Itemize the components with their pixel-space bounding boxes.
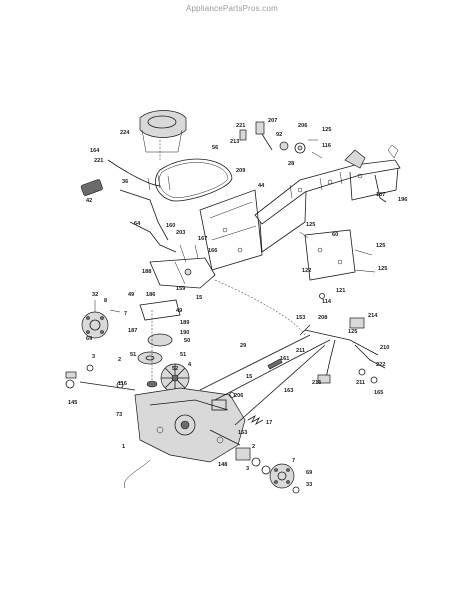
callout-206[interactable]: 206 (298, 123, 307, 129)
callout-51a[interactable]: 51 (130, 352, 136, 358)
callout-160[interactable]: 160 (166, 223, 175, 229)
callout-224[interactable]: 224 (120, 130, 130, 136)
callout-125e[interactable]: 125 (348, 329, 357, 335)
callout-121[interactable]: 121 (336, 288, 345, 294)
watermark-text: AppliancePartsPros.com (186, 4, 278, 13)
callout-92[interactable]: 92 (276, 132, 282, 138)
callout-107[interactable]: 107 (376, 192, 385, 198)
drive-belt[interactable] (155, 158, 233, 202)
callout-206b[interactable]: 206 (234, 393, 243, 399)
callout-196[interactable]: 196 (398, 197, 407, 203)
callout-214[interactable]: 214 (368, 313, 378, 319)
callout-69b[interactable]: 69 (306, 470, 312, 476)
callout-161[interactable]: 161 (280, 356, 289, 362)
callout-148[interactable]: 148 (218, 462, 227, 468)
callout-125b[interactable]: 125 (306, 222, 315, 228)
callout-210[interactable]: 210 (380, 345, 389, 351)
callout-221b[interactable]: 221 (94, 158, 103, 164)
callout-8[interactable]: 8 (104, 298, 107, 304)
callout-labels: 2242212132079220612511616422156209442842… (68, 118, 407, 488)
callout-222[interactable]: 222 (376, 362, 385, 368)
pedal-assembly[interactable] (299, 317, 386, 384)
callout-213[interactable]: 213 (230, 139, 239, 145)
callout-189[interactable]: 189 (180, 320, 189, 326)
callout-36[interactable]: 36 (122, 179, 128, 185)
callout-15b[interactable]: 15 (246, 374, 252, 380)
callout-17[interactable]: 17 (266, 420, 272, 426)
callout-165[interactable]: 165 (374, 390, 383, 396)
callout-49b[interactable]: 49 (176, 308, 182, 314)
callout-164a[interactable]: 164 (90, 148, 100, 154)
callout-190[interactable]: 190 (180, 330, 189, 336)
callout-64[interactable]: 64 (134, 221, 141, 227)
right-wheel-hub[interactable] (235, 447, 300, 494)
callout-211a[interactable]: 211 (296, 348, 305, 354)
callout-32[interactable]: 32 (92, 292, 98, 298)
callout-153b[interactable]: 153 (238, 430, 247, 436)
callout-207[interactable]: 207 (268, 118, 277, 124)
callout-221a[interactable]: 221 (236, 123, 245, 129)
chassis-frame[interactable] (199, 144, 401, 271)
callout-51b[interactable]: 51 (180, 352, 186, 358)
callout-186[interactable]: 186 (146, 292, 155, 298)
spring-and-rods[interactable] (80, 159, 177, 253)
callout-69a[interactable]: 69 (86, 336, 92, 342)
callout-28[interactable]: 28 (288, 161, 294, 167)
idler-pulleys[interactable] (137, 299, 181, 388)
callout-211b[interactable]: 211 (356, 380, 365, 386)
callout-125d[interactable]: 125 (378, 266, 387, 272)
callout-122[interactable]: 122 (302, 268, 311, 274)
callout-73[interactable]: 73 (116, 412, 122, 418)
callout-2a[interactable]: 2 (118, 357, 121, 363)
cooling-fan[interactable] (160, 363, 190, 393)
callout-4[interactable]: 4 (188, 362, 192, 368)
callout-3b[interactable]: 3 (246, 466, 249, 472)
callout-114[interactable]: 114 (322, 299, 332, 305)
axle-washers[interactable] (65, 364, 136, 391)
callout-167[interactable]: 167 (198, 236, 207, 242)
control-rods[interactable] (199, 279, 331, 426)
callout-56[interactable]: 56 (212, 145, 218, 151)
callout-145[interactable]: 145 (68, 400, 77, 406)
small-springs[interactable] (229, 392, 264, 426)
callout-1[interactable]: 1 (122, 444, 125, 450)
lift-bracket[interactable] (149, 244, 216, 289)
callout-60[interactable]: 60 (332, 232, 338, 238)
callout-42[interactable]: 42 (86, 198, 92, 204)
top-bolts[interactable] (239, 121, 323, 159)
callout-166[interactable]: 166 (208, 248, 217, 254)
callout-163[interactable]: 163 (284, 388, 293, 394)
callout-203[interactable]: 203 (176, 230, 185, 236)
callout-50[interactable]: 50 (184, 338, 190, 344)
callout-153a[interactable]: 153 (296, 315, 305, 321)
callout-116b[interactable]: 116 (118, 381, 127, 387)
callout-159[interactable]: 159 (176, 286, 185, 292)
callout-33[interactable]: 33 (306, 482, 312, 488)
callout-116[interactable]: 116 (322, 143, 331, 149)
transaxle[interactable] (123, 387, 246, 489)
callout-7a[interactable]: 7 (124, 311, 127, 317)
callout-187[interactable]: 187 (128, 328, 137, 334)
callout-15a[interactable]: 15 (196, 295, 202, 301)
callout-125c[interactable]: 125 (376, 243, 385, 249)
callout-209[interactable]: 209 (236, 168, 245, 174)
callout-49[interactable]: 49 (128, 292, 134, 298)
seat-part[interactable] (139, 110, 187, 161)
right-plate[interactable] (299, 229, 376, 299)
callout-7b[interactable]: 7 (292, 458, 295, 464)
callout-29[interactable]: 29 (240, 343, 246, 349)
callout-3a[interactable]: 3 (92, 354, 95, 360)
callout-52[interactable]: 52 (172, 366, 178, 372)
left-wheel-hub[interactable] (81, 300, 121, 339)
callout-125a[interactable]: 125 (322, 127, 331, 133)
callout-44[interactable]: 44 (258, 183, 265, 189)
callout-215[interactable]: 215 (312, 380, 321, 386)
callout-2b[interactable]: 2 (252, 444, 255, 450)
callout-188[interactable]: 188 (142, 269, 151, 275)
callout-208[interactable]: 208 (318, 315, 327, 321)
